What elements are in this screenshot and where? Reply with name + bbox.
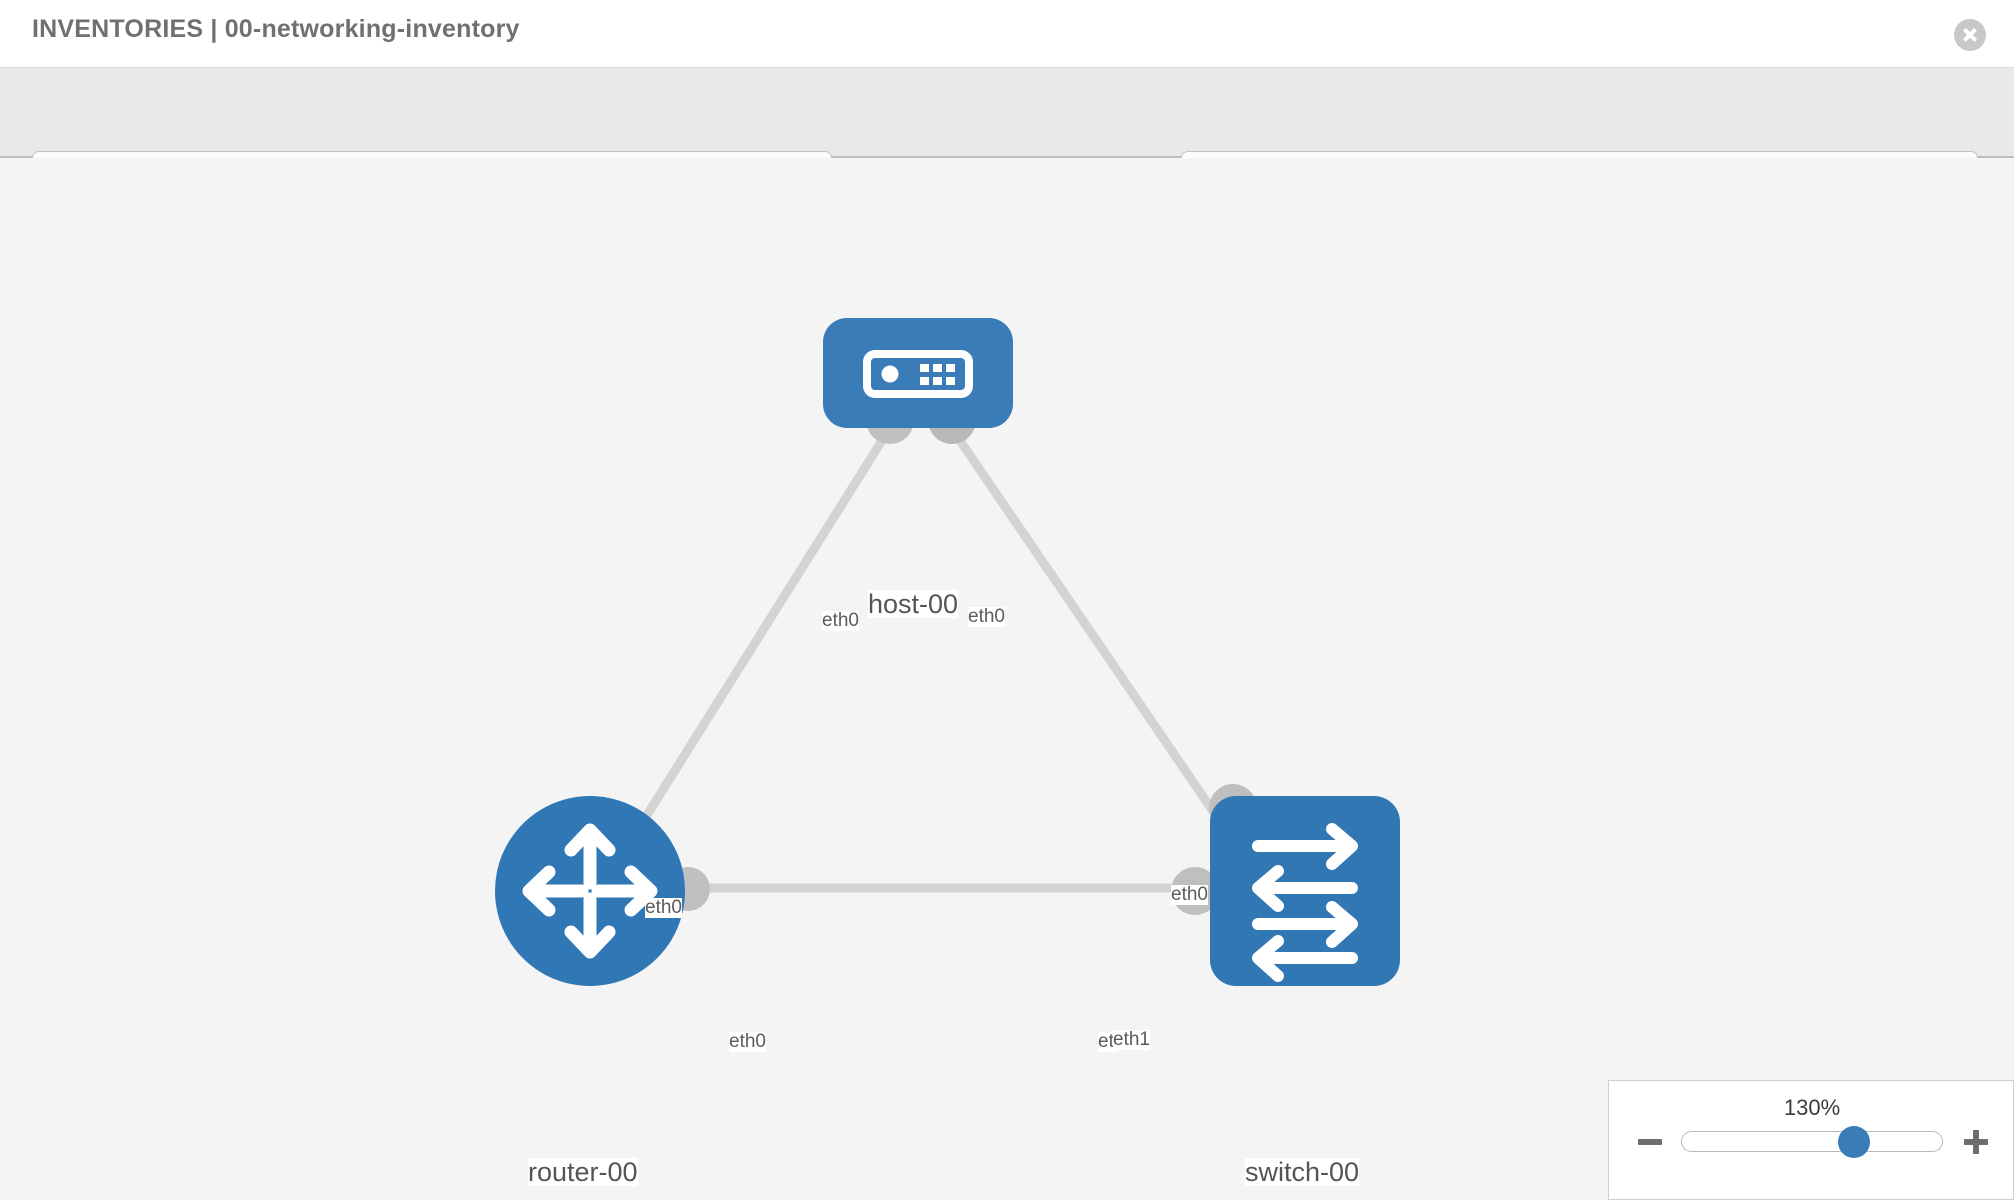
zoom-slider[interactable] [1681,1126,1943,1158]
close-icon[interactable] [1954,19,1986,51]
edge-label-switch-upper: eth0 [1171,884,1208,905]
topology-graph [495,318,1400,986]
edge-host-switch [944,420,1249,861]
page-header: INVENTORIES | 00-networking-inventory [0,0,2014,68]
node-label-switch-00: switch-00 [1245,1157,1360,1187]
edge-label-switch-left-upper: eth1 [1113,1029,1150,1050]
toolbar: ACTIONS SEARCH [0,68,2014,202]
topology-canvas[interactable]: host-00 router-00 switch-00 eth0 eth0 et… [0,158,2014,1200]
router-arrows-icon [522,823,658,959]
page-title: INVENTORIES | 00-networking-inventory [32,15,520,43]
edge-label-host-left: eth0 [822,610,859,631]
zoom-out-button[interactable] [1635,1127,1665,1157]
server-icon [863,350,973,398]
zoom-level-value: 130% [1783,1095,1841,1120]
switch-arrows-icon [1252,823,1358,982]
edge-host-router [616,420,897,861]
zoom-slider-handle[interactable] [1838,1126,1871,1158]
node-label-host-00: host-00 [868,589,959,619]
node-host-00 [823,318,1013,428]
edge-label-host-right: eth0 [968,606,1005,627]
node-label-router-00: router-00 [528,1157,638,1187]
node-router-00 [495,796,685,986]
zoom-control-panel: 130% [1608,1080,2014,1200]
topology-edges [616,420,1250,893]
node-switch-00 [1210,796,1400,986]
topology-connectors [666,396,1257,915]
edge-label-router-upper: eth0 [645,897,682,918]
edge-label-router-right: eth0 [729,1031,766,1052]
zoom-in-button[interactable] [1961,1127,1991,1157]
